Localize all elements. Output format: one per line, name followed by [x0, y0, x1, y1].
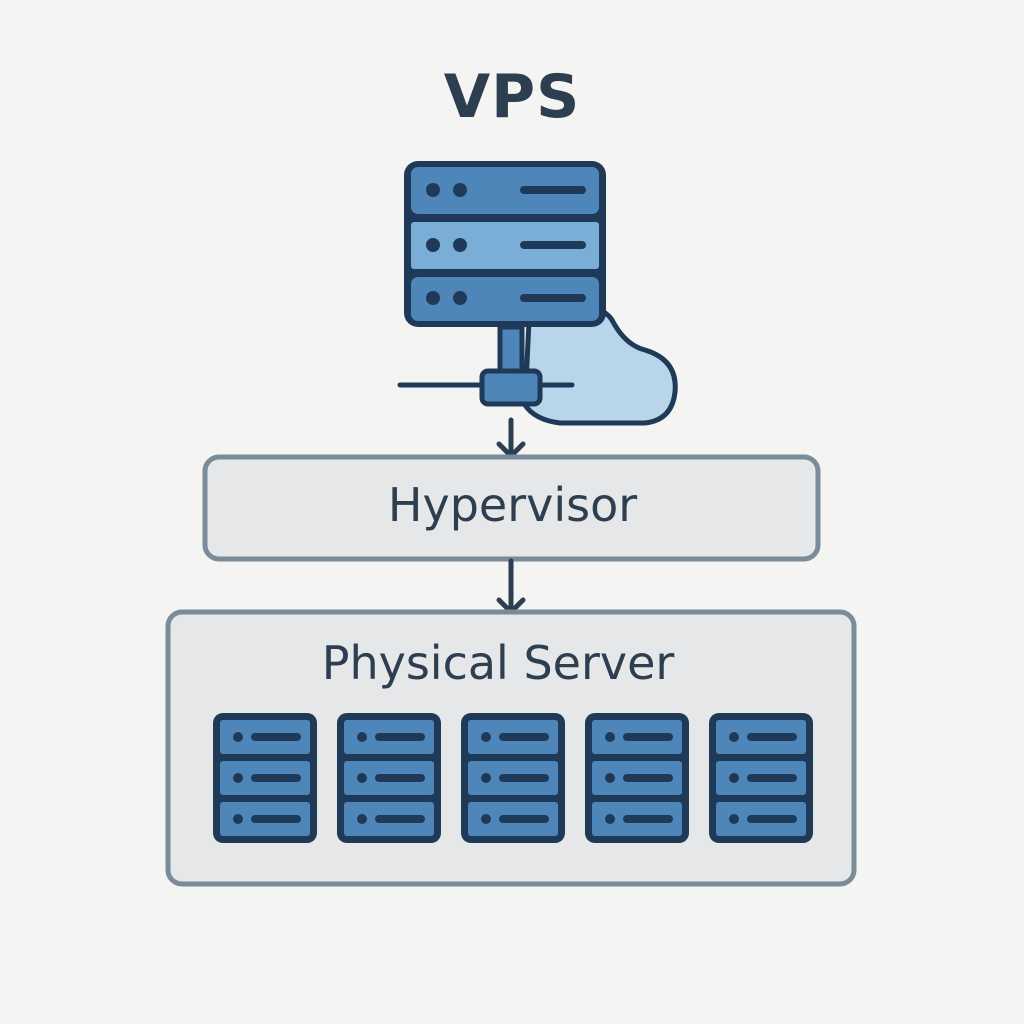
server-slot-2 — [411, 222, 599, 269]
server-slot-3 — [411, 277, 599, 321]
server-unit-icon — [461, 713, 565, 843]
server-rack-icon — [404, 161, 606, 327]
physical-server-units — [213, 713, 813, 843]
hypervisor-label: Hypervisor — [387, 478, 638, 532]
server-unit-icon — [709, 713, 813, 843]
server-unit-icon — [213, 713, 317, 843]
network-connector-icon — [397, 324, 575, 407]
server-unit-icon — [337, 713, 441, 843]
arrow-vps-to-hypervisor — [496, 417, 526, 459]
server-unit-icon — [585, 713, 689, 843]
vps-title: VPS — [443, 62, 581, 132]
server-slot-1 — [411, 167, 599, 214]
arrow-hypervisor-to-physical — [496, 558, 526, 615]
physical-server-label: Physical Server — [321, 636, 675, 690]
